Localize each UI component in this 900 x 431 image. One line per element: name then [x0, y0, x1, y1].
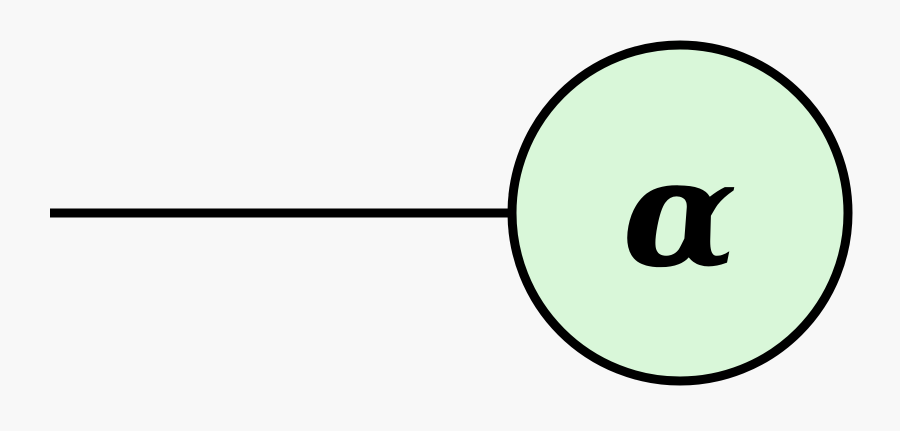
alpha-node: [507, 40, 853, 386]
node-label: α: [622, 125, 737, 301]
